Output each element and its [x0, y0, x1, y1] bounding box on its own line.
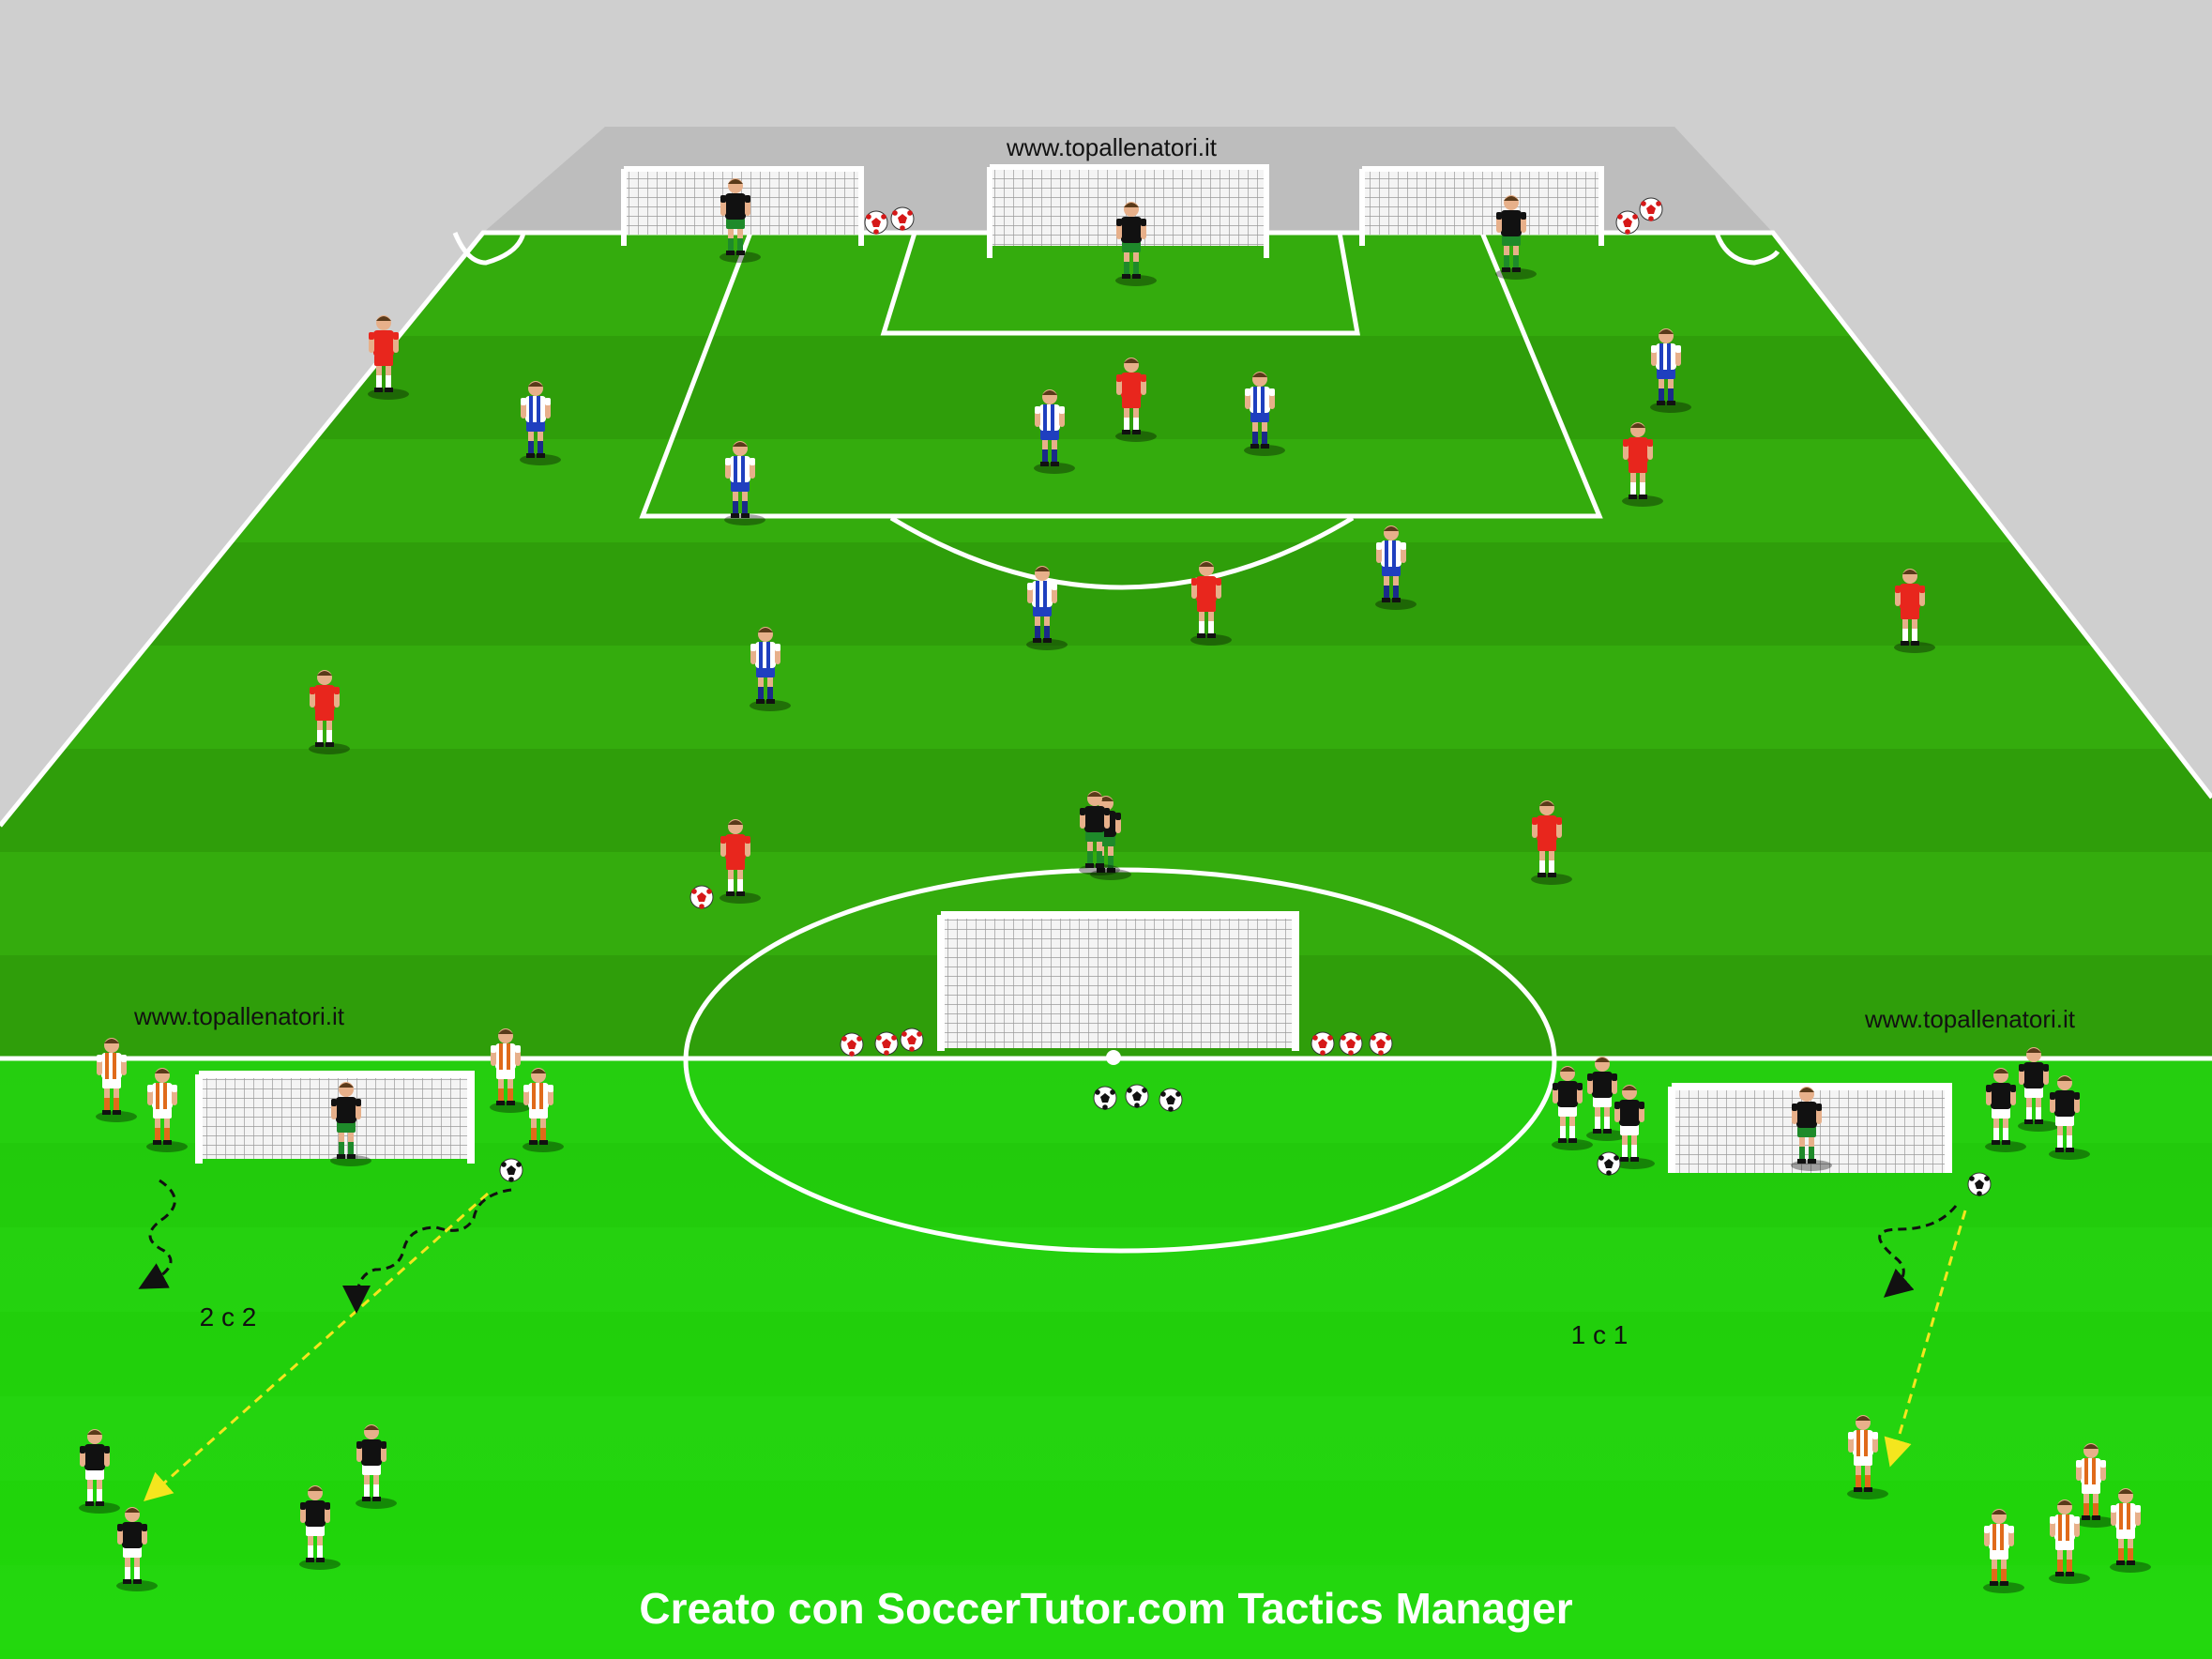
player — [520, 381, 561, 465]
player — [330, 1082, 371, 1166]
run-arrow-right — [1878, 1205, 1958, 1298]
ball — [1597, 1151, 1621, 1176]
player — [1983, 1509, 2024, 1593]
ball — [890, 206, 915, 231]
player — [1026, 566, 1068, 650]
ball — [1369, 1031, 1393, 1056]
goal-center — [937, 911, 1299, 1051]
player — [523, 1068, 564, 1152]
player — [368, 315, 409, 400]
player — [1791, 1087, 1832, 1171]
ball — [874, 1031, 899, 1056]
player — [1985, 1068, 2026, 1152]
watermark-top: www.topallenatori.it — [1006, 133, 1218, 161]
player — [1894, 569, 1935, 653]
ball — [1967, 1172, 1992, 1196]
player — [1622, 422, 1663, 507]
drill-label-left: 2 c 2 — [200, 1302, 257, 1332]
ball — [1311, 1031, 1335, 1056]
ball — [1615, 210, 1640, 235]
players — [79, 178, 2151, 1593]
player — [720, 819, 761, 904]
player — [1495, 195, 1537, 280]
ball — [499, 1158, 523, 1182]
pass-arrow-right — [1884, 1210, 1967, 1468]
player — [1115, 202, 1157, 286]
ball — [1093, 1086, 1117, 1110]
ball — [1159, 1088, 1183, 1112]
goal-back-right — [1359, 166, 1604, 246]
ball — [900, 1027, 924, 1052]
player — [2049, 1499, 2090, 1584]
footer-credit: Creato con SoccerTutor.com Tactics Manag… — [639, 1584, 1572, 1633]
player — [356, 1424, 397, 1509]
player — [1614, 1085, 1655, 1169]
main-pitch — [0, 233, 2212, 1058]
ball — [840, 1032, 864, 1057]
player — [2049, 1075, 2090, 1160]
ball — [864, 210, 888, 235]
player — [1650, 328, 1691, 413]
pass-arrow-left — [144, 1192, 489, 1501]
watermark-right: www.topallenatori.it — [1864, 1005, 2076, 1033]
drill-label-right: 1 c 1 — [1571, 1320, 1629, 1349]
watermark-left: www.topallenatori.it — [133, 1002, 345, 1030]
center-spot — [1106, 1050, 1121, 1065]
player — [1034, 389, 1075, 474]
player — [2110, 1488, 2151, 1573]
player — [1079, 791, 1120, 875]
player — [1531, 800, 1572, 885]
player — [1244, 372, 1285, 456]
player — [116, 1507, 158, 1591]
player — [724, 441, 765, 525]
player — [1115, 358, 1157, 442]
ball — [1339, 1031, 1363, 1056]
player — [1190, 561, 1232, 646]
player — [750, 627, 791, 711]
player — [309, 670, 350, 754]
movement-arrows — [138, 1179, 1967, 1501]
player — [96, 1038, 137, 1122]
player — [2075, 1443, 2116, 1528]
player — [1552, 1066, 1593, 1150]
player — [146, 1068, 188, 1152]
player — [1375, 525, 1417, 610]
ball — [689, 885, 714, 909]
player — [1847, 1415, 1888, 1499]
pitch-stripes — [0, 233, 2212, 955]
player — [720, 178, 761, 263]
player — [299, 1485, 341, 1570]
player — [490, 1028, 531, 1113]
ball — [1639, 197, 1663, 221]
player — [1586, 1057, 1628, 1141]
player — [2018, 1047, 2059, 1132]
balls — [499, 197, 1992, 1196]
run-arrow-left-1 — [138, 1179, 176, 1289]
player — [79, 1429, 120, 1514]
run-arrow-left-2 — [342, 1188, 512, 1314]
ball — [1125, 1084, 1149, 1108]
